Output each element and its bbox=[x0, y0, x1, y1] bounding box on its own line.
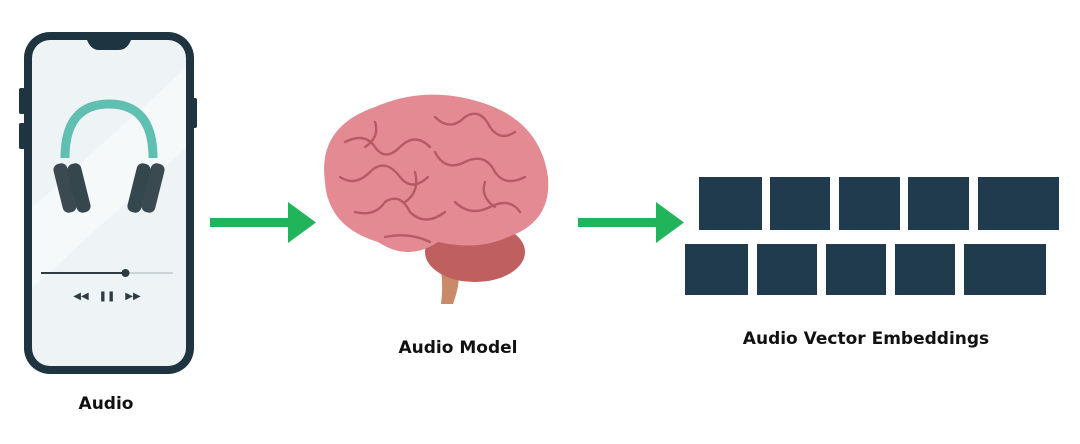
embedding-vector bbox=[908, 177, 969, 230]
audio-vector-embeddings-label: Audio Vector Embeddings bbox=[742, 329, 990, 349]
embedding-vector bbox=[978, 177, 1059, 230]
audio-label: Audio bbox=[78, 394, 134, 414]
pause-icon: ❚❚ bbox=[99, 291, 116, 302]
arrow-right-icon bbox=[210, 202, 316, 243]
embedding-vector bbox=[826, 244, 886, 295]
embedding-vector bbox=[699, 177, 762, 230]
headphones-icon bbox=[53, 99, 165, 213]
embedding-vector bbox=[685, 244, 748, 295]
rewind-icon: ◀◀ bbox=[73, 291, 89, 302]
audio-model-label: Audio Model bbox=[398, 338, 518, 358]
arrow-right-icon bbox=[578, 202, 684, 243]
embedding-vector bbox=[964, 244, 1046, 295]
brain-illustration bbox=[324, 94, 549, 304]
embedding-vector bbox=[757, 244, 817, 295]
embedding-vector bbox=[839, 177, 900, 230]
fast-forward-icon: ▶▶ bbox=[125, 291, 141, 302]
embedding-vector bbox=[895, 244, 955, 295]
phone-illustration: ◀◀ ❚❚ ▶▶ bbox=[19, 32, 197, 374]
embedding-vector bbox=[770, 177, 830, 230]
